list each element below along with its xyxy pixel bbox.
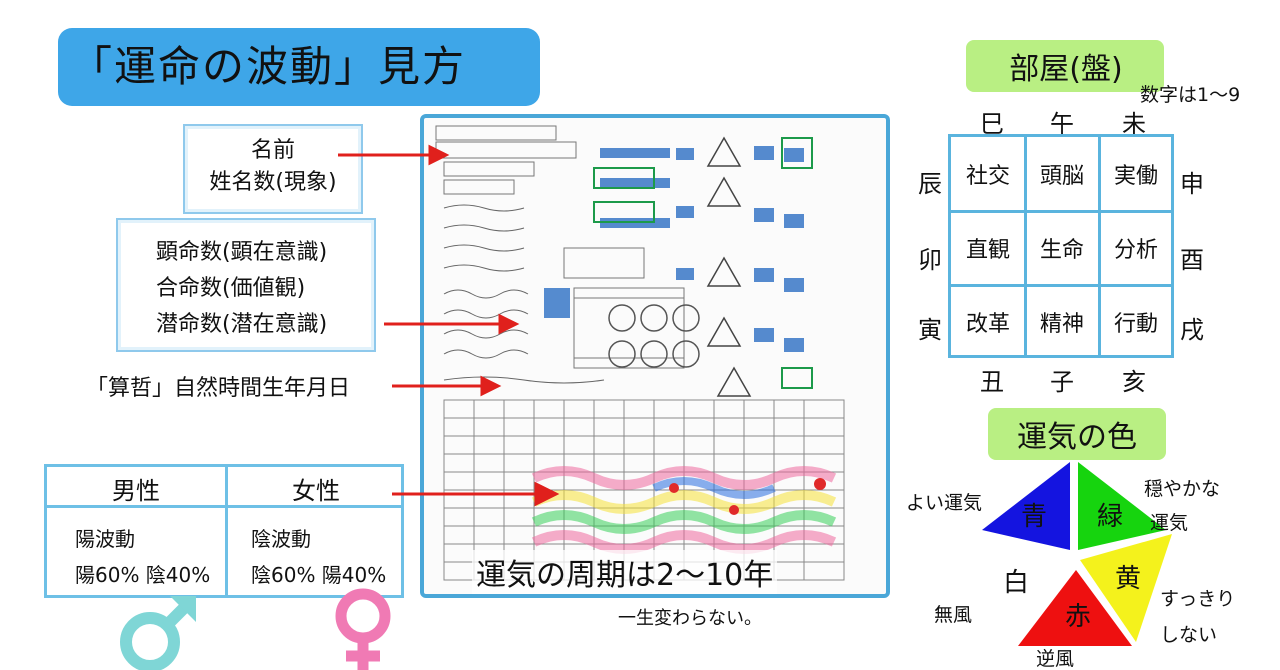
cycle-caption: 運気の周期は2〜10年	[472, 550, 778, 594]
red-note: 逆風	[1036, 648, 1075, 670]
gender-divider-h	[47, 505, 401, 508]
fortune-chart-image	[420, 114, 890, 598]
gender-table: 男性 女性 陽波動 陽60% 陰40% 陰波動 陰60% 陽40%	[44, 464, 404, 598]
dir-left-1: 辰	[918, 170, 942, 198]
grid-line-v2	[1098, 137, 1101, 355]
page-title: 「運命の波動」見方	[70, 42, 467, 91]
arrow-head-sanko	[480, 375, 502, 397]
blue-note: よい運気	[906, 492, 983, 514]
white-note: 無風	[934, 604, 973, 626]
sanko-label: 「算哲」自然時間生年月日	[86, 376, 351, 401]
luck-color-triangles	[982, 462, 1172, 646]
luck-title-background	[988, 408, 1166, 460]
luck-red-label: 赤	[1064, 602, 1091, 632]
yellow-triangle	[1080, 534, 1172, 642]
luck-yellow-label: 黄	[1114, 564, 1141, 594]
gomei-label: 合命数(価値観)	[156, 276, 306, 301]
male-symbol-icon	[120, 596, 196, 670]
luck-white-label: 白	[1002, 568, 1029, 598]
luck-blue-label: 青	[1020, 502, 1047, 532]
room-title-background	[966, 40, 1164, 92]
luck-green-label: 緑	[1096, 502, 1123, 532]
dir-top-2: 午	[1050, 110, 1074, 138]
name-number-label: 姓名数(現象)	[209, 170, 337, 195]
kenmei-label: 顕命数(顕在意識)	[156, 240, 328, 265]
room-cell-chokkan: 直観	[965, 238, 1010, 263]
dir-left-2: 卯	[918, 246, 942, 274]
room-cell-shako: 社交	[965, 164, 1010, 189]
blue-triangle	[982, 462, 1070, 550]
room-cell-kaikaku: 改革	[965, 312, 1010, 337]
senmei-label: 潜命数(潜在意識)	[156, 312, 328, 337]
arrow-head-senmei	[498, 313, 520, 335]
luck-title: 運気の色	[1017, 420, 1137, 455]
room-cell-seishin: 精神	[1039, 312, 1084, 337]
room-note: 数字は1〜9	[1140, 84, 1241, 106]
dir-top-1: 巳	[980, 110, 1004, 138]
name-box: 名前 姓名数(現象)	[183, 124, 363, 214]
room-cell-bunseki: 分析	[1113, 238, 1158, 263]
title-background	[58, 28, 540, 106]
female-symbol-icon	[335, 588, 391, 670]
male-header: 男性	[112, 477, 160, 505]
room-cell-zuno: 頭脳	[1039, 164, 1084, 189]
name-label: 名前	[250, 138, 295, 163]
arrow-head-gender	[534, 481, 560, 507]
dir-left-3: 寅	[918, 316, 942, 344]
dir-right-2: 酉	[1180, 246, 1204, 274]
male-ratio: 陽60% 陰40%	[75, 563, 211, 587]
female-wave: 陰波動	[251, 527, 311, 551]
dir-right-1: 申	[1180, 170, 1204, 198]
red-triangle	[1018, 570, 1132, 646]
room-cell-seimei: 生命	[1039, 238, 1084, 263]
room-grid: 社交 頭脳 実働 直観 生命 分析 改革 精神 行動	[948, 134, 1174, 358]
dir-bottom-2: 子	[1050, 368, 1074, 396]
female-ratio: 陰60% 陽40%	[251, 563, 387, 587]
arrow-head-name	[428, 144, 450, 166]
grid-line-h1	[951, 210, 1171, 213]
yellow-note-2: しない	[1160, 624, 1218, 646]
room-cell-kodo: 行動	[1113, 312, 1158, 337]
dir-bottom-3: 亥	[1122, 368, 1146, 396]
grid-line-h2	[951, 284, 1171, 287]
male-wave: 陽波動	[75, 527, 135, 551]
room-title: 部屋(盤)	[1009, 52, 1123, 87]
gender-divider-v	[225, 467, 228, 595]
room-cell-jitsudo: 実働	[1113, 164, 1158, 189]
green-note-1: 穏やかな	[1144, 478, 1221, 500]
dir-bottom-1: 丑	[980, 368, 1004, 396]
green-note-2: 運気	[1150, 512, 1189, 534]
grid-line-v1	[1024, 137, 1027, 355]
lifelong-note: 一生変わらない。	[618, 608, 762, 629]
female-header: 女性	[292, 477, 340, 505]
yellow-note-1: すっきり	[1160, 588, 1236, 610]
dir-top-3: 未	[1122, 110, 1146, 138]
green-triangle	[1078, 462, 1166, 550]
numbers-box: 顕命数(顕在意識) 合命数(価値観) 潜命数(潜在意識)	[116, 218, 376, 352]
dir-right-3: 戌	[1180, 316, 1204, 344]
